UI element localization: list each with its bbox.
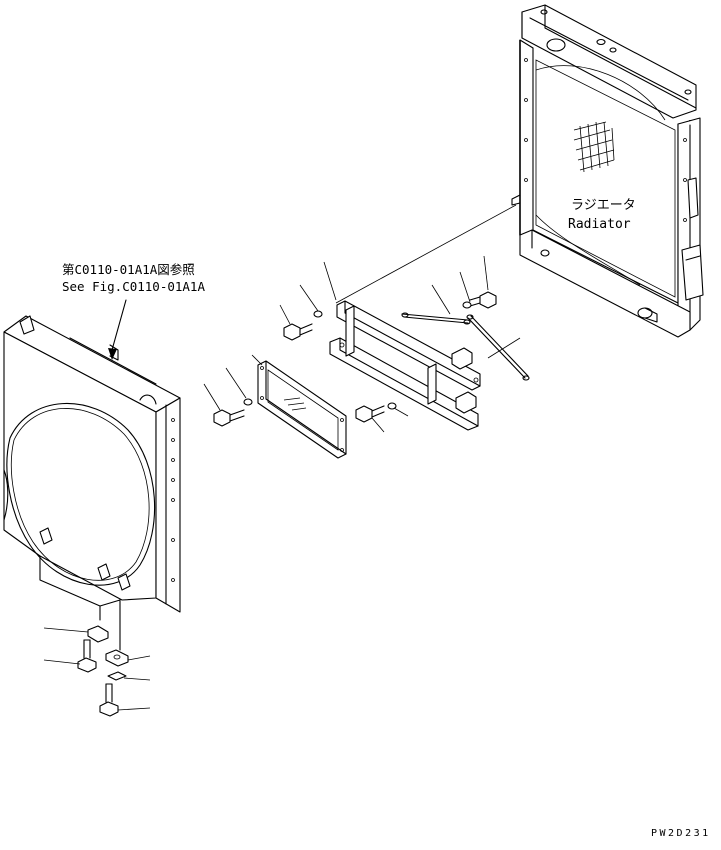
screen-panel bbox=[257, 360, 347, 459]
radiator-label-jp: ラジエータ bbox=[571, 198, 636, 213]
lower-leaders bbox=[43, 627, 151, 711]
bolt-upper-left bbox=[283, 310, 323, 341]
bolt-lower-right bbox=[355, 402, 397, 423]
bolt-bracket-upper bbox=[77, 639, 97, 673]
part-leaders bbox=[203, 255, 521, 433]
ref-arrow-icon bbox=[108, 348, 117, 360]
ref-leader bbox=[111, 299, 127, 351]
leader-radiator bbox=[335, 204, 517, 304]
mounting-bracket bbox=[329, 300, 481, 431]
bolt-bracket-lower bbox=[99, 683, 119, 717]
radiator-assembly: ラジエータ Radiator bbox=[511, 4, 704, 338]
tie-rods bbox=[401, 312, 530, 381]
bolt-upper-right bbox=[462, 291, 497, 309]
drawing-code: PW2D231 bbox=[651, 828, 711, 839]
bolt-lower-left bbox=[213, 398, 253, 427]
reference-label-en: See Fig.C0110-01A1A bbox=[62, 279, 205, 294]
reference-label-jp: 第C0110-01A1A図参照 bbox=[62, 262, 195, 277]
cross-hatch-icon bbox=[573, 121, 615, 173]
radiator-label-en: Radiator bbox=[568, 217, 631, 232]
fan-shroud bbox=[3, 315, 181, 651]
lower-bracket bbox=[87, 625, 129, 681]
